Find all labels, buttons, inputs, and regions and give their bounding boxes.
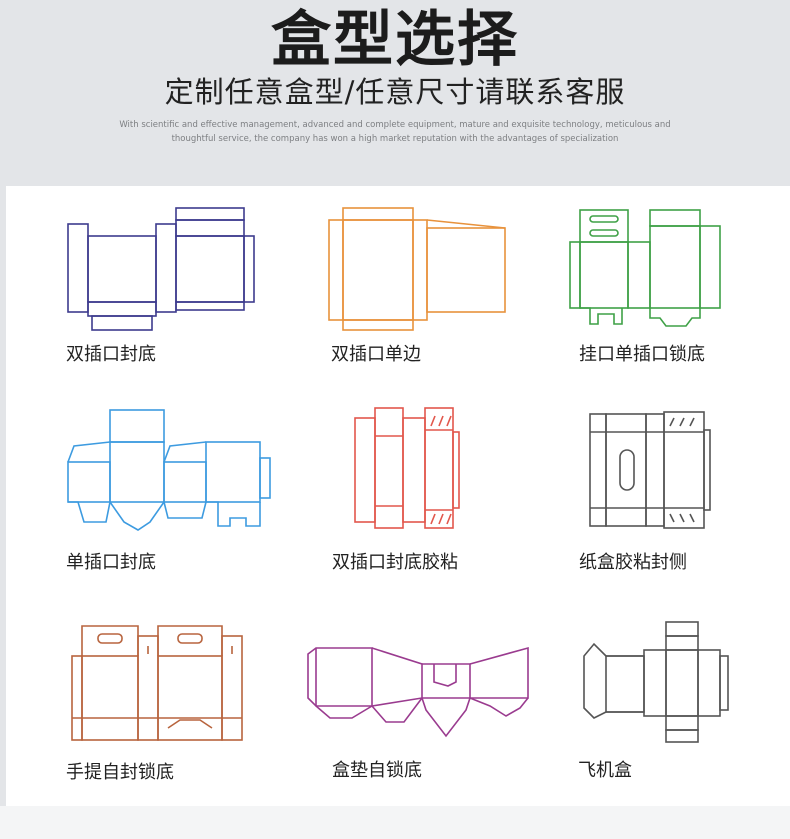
- glued-side-carton-dieline-icon: [589, 411, 711, 529]
- box-pad-self-lock-bottom-dieline-icon: [307, 646, 529, 738]
- box-type-label: 飞机盒: [578, 760, 632, 781]
- box-type-card[interactable]: 双插口封底胶粘: [332, 406, 463, 573]
- box-type-label: 挂口单插口锁底: [579, 344, 705, 365]
- english-tagline-line1: With scientific and effective management…: [119, 120, 671, 130]
- box-type-label: 手提自封锁底: [66, 762, 174, 783]
- box-type-card[interactable]: 手提自封锁底: [66, 622, 250, 783]
- double-tuck-glued-bottom-dieline-icon: [354, 407, 460, 529]
- box-type-label: 纸盒胶粘封侧: [579, 552, 687, 573]
- handle-self-lock-bottom-dieline-icon: [71, 625, 243, 741]
- box-type-card[interactable]: 双插口封底: [66, 206, 256, 365]
- page-title: 盒型选择: [271, 5, 519, 75]
- page-subtitle: 定制任意盒型/任意尺寸请联系客服: [164, 75, 626, 109]
- double-tuck-lock-bottom-dieline-icon: [67, 207, 255, 331]
- mailer-box-dieline-icon: [583, 621, 729, 743]
- box-type-card[interactable]: 挂口单插口锁底: [568, 206, 758, 365]
- box-type-label: 双插口单边: [331, 344, 421, 365]
- single-tuck-lock-bottom-dieline-icon: [67, 409, 271, 531]
- box-type-card[interactable]: 双插口单边: [327, 206, 517, 365]
- box-type-card[interactable]: 盒垫自锁底: [306, 646, 532, 781]
- box-type-label: 盒垫自锁底: [332, 760, 422, 781]
- box-type-card[interactable]: 单插口封底: [66, 406, 276, 573]
- box-type-card[interactable]: 飞机盒: [578, 620, 730, 781]
- double-tuck-single-side-dieline-icon: [328, 207, 506, 331]
- box-type-label: 双插口封底: [66, 344, 156, 365]
- hanger-tuck-lock-bottom-dieline-icon: [569, 209, 721, 327]
- english-tagline-line2: thoughtful service, the company has won …: [171, 134, 619, 144]
- box-type-card[interactable]: 纸盒胶粘封侧: [579, 410, 718, 573]
- box-type-label: 双插口封底胶粘: [332, 552, 458, 573]
- box-type-grid-panel: [6, 186, 790, 806]
- header-banner: 盒型选择 定制任意盒型/任意尺寸请联系客服 With scientific an…: [0, 0, 790, 186]
- box-type-label: 单插口封底: [66, 552, 156, 573]
- bottom-strip: [0, 806, 790, 839]
